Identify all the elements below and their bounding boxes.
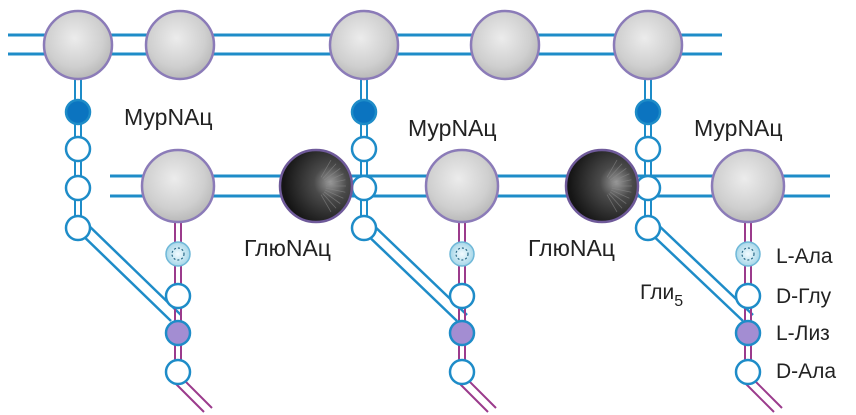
d-ala-bead xyxy=(164,358,192,386)
glycine-bead xyxy=(350,214,378,242)
glcnac-sugar xyxy=(278,148,354,224)
glcnac-texture xyxy=(609,191,627,204)
bridge-line xyxy=(74,227,172,322)
glcnac-sugar xyxy=(564,148,640,224)
stem-tail xyxy=(183,379,213,409)
glcnac-texture xyxy=(322,193,337,209)
glycine-bead xyxy=(634,214,662,242)
d-ala-label: D-Ала xyxy=(776,360,836,383)
bridge-line xyxy=(644,227,744,322)
stem-tail xyxy=(467,379,497,409)
l-ala-bead-fill xyxy=(735,241,761,267)
glycine-bead xyxy=(350,98,378,126)
glcnac-texture xyxy=(324,173,344,183)
glcnac-texture xyxy=(610,189,630,199)
glcnac-texture xyxy=(320,159,332,178)
labels: МурNAц МурNAц МурNAц ГлюNAц ГлюNAц Гли5 … xyxy=(124,104,836,383)
glcnac-texture xyxy=(611,179,632,185)
glcnac-label: ГлюNAц xyxy=(244,235,331,261)
glcnac-texture xyxy=(323,191,341,204)
glcnac-texture xyxy=(609,168,627,181)
l-ala-bead xyxy=(735,241,761,267)
d-glu-label: D-Глу xyxy=(776,285,832,308)
l-ala-bead-fill xyxy=(449,241,475,267)
l-ala-bead xyxy=(449,241,475,267)
murnac-sugar xyxy=(144,9,216,81)
glcnac-texture xyxy=(608,193,623,209)
glycine-bead xyxy=(634,98,662,126)
glcnac-texture xyxy=(606,159,618,178)
glycine-columns xyxy=(64,79,662,242)
murnac-sugar xyxy=(140,148,216,224)
bottom-sugars xyxy=(140,148,786,224)
bridge-line xyxy=(84,221,182,316)
top-sugars xyxy=(42,9,684,81)
glycine-bead xyxy=(634,135,662,163)
glycine-bead xyxy=(350,174,378,202)
murnac-sugar xyxy=(424,148,500,224)
pentaglycine-label-base: Гли xyxy=(640,281,674,304)
stem-tail xyxy=(745,383,775,413)
l-lys-bead xyxy=(734,319,762,347)
d-glu-bead xyxy=(734,282,762,310)
glcnac-texture xyxy=(320,194,332,213)
l-lys-label: L-Лиз xyxy=(776,322,830,345)
l-ala-bead-fill xyxy=(165,241,191,267)
glcnac-texture xyxy=(325,187,346,193)
l-lys-bead xyxy=(448,319,476,347)
d-glu-bead xyxy=(448,282,476,310)
murnac-sugar xyxy=(710,148,786,224)
murnac-sugar xyxy=(42,9,114,81)
glycine-bead xyxy=(634,174,662,202)
glcnac-texture xyxy=(323,168,341,181)
glcnac-texture xyxy=(324,189,344,199)
pentaglycine-label-subscript: 5 xyxy=(674,293,683,310)
stem-tail xyxy=(175,383,205,413)
glycine-bead xyxy=(64,174,92,202)
murnac-label: МурNAц xyxy=(408,115,497,141)
murnac-label: МурNAц xyxy=(124,104,213,130)
l-ala-label: L-Ала xyxy=(776,245,833,268)
l-lys-bead xyxy=(164,319,192,347)
glcnac-label: ГлюNAц xyxy=(528,235,615,261)
glcnac-texture xyxy=(608,163,623,179)
bridge-line xyxy=(359,227,458,322)
l-ala-bead-texture xyxy=(741,247,755,261)
l-ala-bead-texture xyxy=(455,247,469,261)
glcnac-texture xyxy=(611,187,632,193)
murnac-label: МурNAц xyxy=(694,115,783,141)
murnac-sugar xyxy=(612,9,684,81)
glcnac-texture xyxy=(606,194,618,213)
glycine-bead xyxy=(350,135,378,163)
glcnac-texture xyxy=(325,179,346,185)
murnac-sugar xyxy=(328,9,400,81)
glycine-bead xyxy=(64,98,92,126)
d-ala-bead xyxy=(448,358,476,386)
glycine-bead xyxy=(64,214,92,242)
l-ala-bead xyxy=(165,241,191,267)
peptide-beads xyxy=(164,241,762,386)
stem-tail xyxy=(459,383,489,413)
glcnac-texture xyxy=(322,163,337,179)
glcnac-texture xyxy=(610,173,630,183)
murnac-sugar xyxy=(469,9,541,81)
d-ala-bead xyxy=(734,358,762,386)
pentaglycine-label: Гли5 xyxy=(640,281,683,310)
d-glu-bead xyxy=(164,282,192,310)
l-ala-bead-texture xyxy=(171,247,185,261)
glycine-bead xyxy=(64,135,92,163)
stem-tail xyxy=(753,379,783,409)
